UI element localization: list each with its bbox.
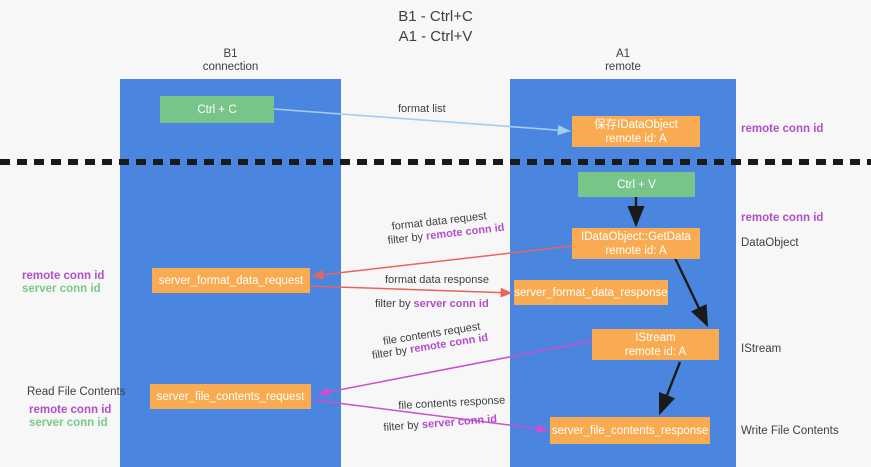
note-istream-text: IStream [741,343,782,355]
note-left-server-conn-id-text: server conn id [22,283,101,295]
node-idataobject-getdata-line1: IDataObject::GetData [581,230,691,243]
lane-header-a1-sub: remote [605,61,641,73]
node-istream[interactable]: IStream remote id: A [592,329,719,360]
note-istream: IStream [741,342,781,356]
edge-label-format-data-response: format data response [385,273,489,287]
connector-format-data-request [311,245,573,280]
note-left-remote-conn-id-2: remote conn id [29,403,111,417]
note-remote-conn-id-top: remote conn id [741,122,823,136]
edge-label-format-data-response-filter-key: server conn id [413,298,489,310]
title-line-2: A1 - Ctrl+V [398,28,473,45]
note-remote-conn-id-mid: remote conn id [741,211,823,225]
node-istream-line2: remote id: A [624,345,687,358]
note-left-server-conn-id-2-text: server conn id [29,417,108,429]
node-save-idataobject-line2: remote id: A [605,132,667,145]
lane-header-a1-name: A1 [615,48,631,60]
edge-label-format-data-response-filter: filter by server conn id [375,297,489,311]
edge-label-format-data-response-filter-prefix: filter by [375,298,414,310]
node-idataobject-getdata-line2: remote id: A [605,244,667,257]
node-server-file-contents-request[interactable]: server_file_contents_request [150,384,311,409]
page-title: B1 - Ctrl+C A1 - Ctrl+V [0,7,871,47]
connector-file-contents-request [317,340,593,397]
node-server-format-data-response[interactable]: server_format_data_response [514,280,668,305]
node-save-idataobject[interactable]: 保存IDataObject remote id: A [572,116,700,147]
node-server-file-contents-request-label: server_file_contents_request [156,390,305,403]
note-left-remote-conn-id: remote conn id [22,269,104,283]
note-left-remote-conn-id-text: remote conn id [22,270,105,282]
node-server-file-contents-response-label: server_file_contents_response [551,424,709,437]
node-ctrl-c[interactable]: Ctrl + C [160,96,274,123]
lane-header-a1: A1 remote [510,48,736,74]
connector-istream-to-file-contents-response [658,361,682,416]
note-left-server-conn-id-2: server conn id [29,416,108,430]
note-remote-conn-id-top-text: remote conn id [741,123,824,135]
lane-header-b1: B1 connection [120,48,341,74]
node-istream-line1: IStream [635,331,676,344]
edge-label-format-list-text: format list [398,103,446,115]
note-left-server-conn-id: server conn id [22,282,101,296]
note-dataobject-text: DataObject [741,237,799,249]
note-write-file-contents: Write File Contents [741,424,839,438]
lane-header-b1-sub: connection [202,61,259,73]
node-server-format-data-response-label: server_format_data_response [514,286,668,299]
node-server-format-data-request[interactable]: server_format_data_request [152,268,310,293]
connector-file-contents-response [313,399,549,434]
node-ctrl-v-label: Ctrl + V [617,178,656,191]
lane-header-b1-name: B1 [223,48,238,60]
note-dataobject: DataObject [741,236,799,250]
node-save-idataobject-line1: 保存IDataObject [594,118,678,131]
node-server-file-contents-response[interactable]: server_file_contents_response [550,417,710,444]
node-ctrl-c-label: Ctrl + C [197,103,237,116]
note-remote-conn-id-mid-text: remote conn id [741,212,824,224]
connector-format-list [273,108,571,136]
node-server-format-data-request-label: server_format_data_request [158,274,304,287]
edge-label-file-contents-response-filter-prefix: filter by [383,418,423,434]
connector-format-data-response [307,285,513,298]
note-write-file-contents-text: Write File Contents [741,425,839,437]
note-left-remote-conn-id-2-text: remote conn id [29,404,112,416]
node-idataobject-getdata[interactable]: IDataObject::GetData remote id: A [572,228,700,259]
note-read-file-contents-text: Read File Contents [27,386,126,398]
title-line-1: B1 - Ctrl+C [398,8,473,25]
node-ctrl-v[interactable]: Ctrl + V [578,172,695,197]
edge-label-format-data-response-text: format data response [385,274,489,286]
note-read-file-contents: Read File Contents [27,385,125,399]
edge-label-format-list: format list [398,102,446,116]
connector-getdata-to-istream [673,257,709,328]
